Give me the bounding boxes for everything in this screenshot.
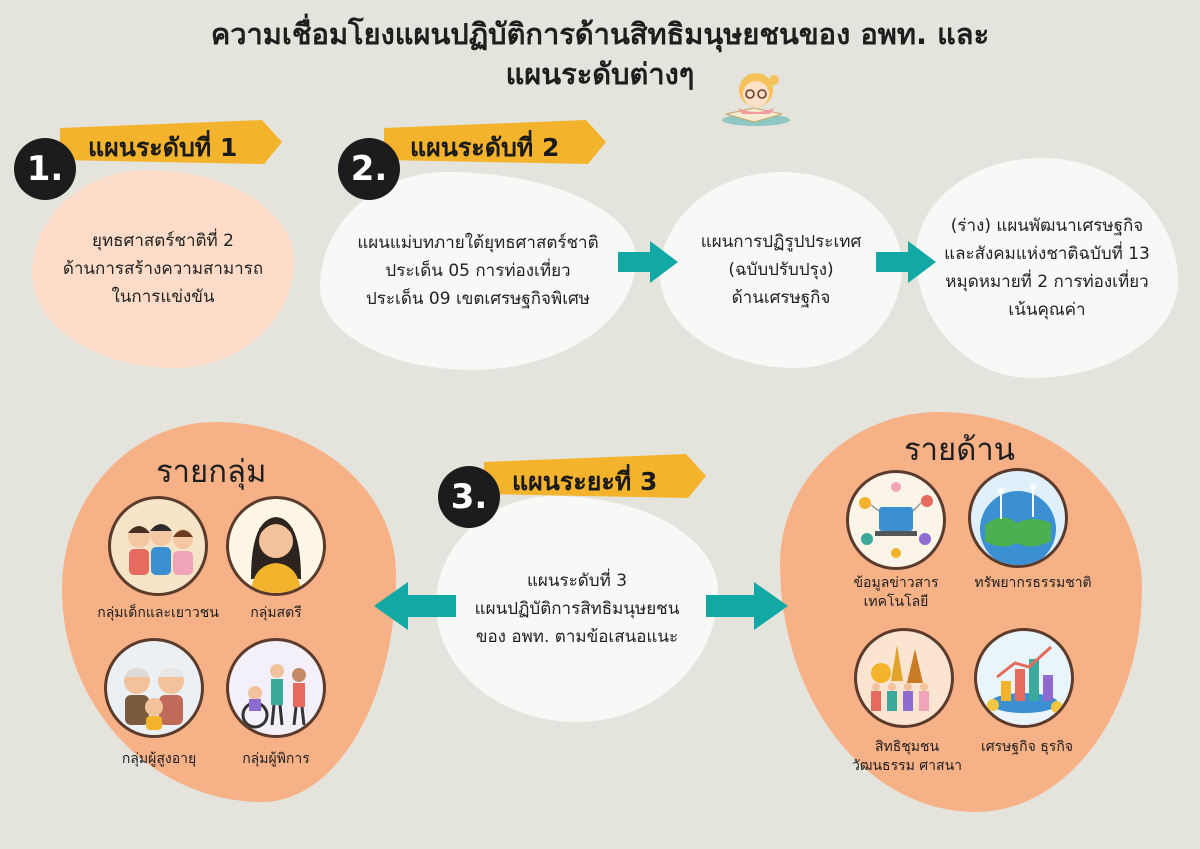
level-2-box-1-line-3: ประเด็น 09 เขตเศรษฐกิจพิเศษ bbox=[365, 289, 591, 309]
arrow-right-icon bbox=[876, 241, 936, 283]
level-3-banner bbox=[484, 454, 706, 498]
level-3-number: 3. bbox=[438, 466, 500, 528]
level-2-box-2-line-2: (ฉบับปรับปรุง) bbox=[728, 260, 834, 280]
group-children-caption: กลุ่มเด็กและเยาวชน bbox=[97, 605, 219, 621]
level-1-line-3: ในการแข่งขัน bbox=[111, 287, 215, 307]
level-2-label: แผนระดับที่ 2 bbox=[410, 133, 560, 162]
children-youth-icon bbox=[108, 496, 208, 596]
aspects-heading: รายด้าน bbox=[904, 432, 1015, 468]
group-elderly-caption: กลุ่มผู้สูงอายุ bbox=[121, 751, 197, 767]
level-3-line-3: ของ อพท. ตามข้อเสนอแนะ bbox=[475, 627, 679, 647]
community-culture-icon bbox=[854, 628, 954, 728]
level-2-box-3-line-4: เน้นคุณค่า bbox=[1008, 300, 1086, 320]
information-technology-icon bbox=[846, 470, 946, 570]
title-line-1: ความเชื่อมโยงแผนปฏิบัติการด้านสิทธิมนุษย… bbox=[210, 17, 990, 51]
arrow-left-icon bbox=[374, 582, 456, 630]
natural-resources-icon bbox=[968, 468, 1068, 568]
aspect-culture-line-2: วัฒนธรรม ศาสนา bbox=[851, 758, 963, 774]
reading-girl-icon bbox=[722, 73, 790, 126]
group-women-caption: กลุ่มสตรี bbox=[250, 605, 302, 621]
groups-heading: รายกลุ่ม bbox=[156, 454, 267, 490]
level-1-line-1: ยุทธศาสตร์ชาติที่ 2 bbox=[92, 231, 234, 251]
level-2-box-2-line-1: แผนการปฏิรูปประเทศ bbox=[700, 232, 862, 252]
level-3-line-2: แผนปฏิบัติการสิทธิมนุษยชน bbox=[474, 599, 680, 619]
group-disabled-caption: กลุ่มผู้พิการ bbox=[242, 751, 310, 767]
level-1-label: แผนระดับที่ 1 bbox=[88, 133, 238, 162]
arrow-right-icon bbox=[618, 241, 678, 283]
level-2-box-3-line-1: (ร่าง) แผนพัฒนาเศรษฐกิจ bbox=[950, 216, 1144, 236]
level-1-number: 1. bbox=[14, 138, 76, 200]
level-2-box-3: (ร่าง) แผนพัฒนาเศรษฐกิจ และสังคมแห่งชาติ… bbox=[916, 158, 1178, 378]
economy-business-icon bbox=[974, 628, 1074, 728]
level-3-line-1: แผนระดับที่ 3 bbox=[526, 571, 628, 591]
title-line-2: แผนระดับต่างๆ bbox=[505, 57, 695, 91]
level-2-box-1: แผนแม่บทภายใต้ยุทธศาสตร์ชาติ ประเด็น 05 … bbox=[320, 172, 636, 370]
elderly-icon bbox=[104, 638, 204, 738]
level-2-box-2-line-3: ด้านเศรษฐกิจ bbox=[731, 288, 831, 308]
aspect-it-caption: ข้อมูลข่าวสาร เทคโนโลยี bbox=[838, 574, 954, 612]
disabled-people-icon bbox=[226, 638, 326, 738]
aspect-economy-caption: เศรษฐกิจ ธุรกิจ bbox=[980, 739, 1074, 755]
aspect-it-line-2: เทคโนโลยี bbox=[863, 594, 929, 610]
level-1-banner bbox=[60, 120, 282, 164]
aspect-culture-line-1: สิทธิชุมชน bbox=[874, 739, 940, 755]
level-1-box: ยุทธศาสตร์ชาติที่ 2 ด้านการสร้างความสามา… bbox=[32, 170, 294, 368]
level-2-box-3-line-2: และสังคมแห่งชาติฉบับที่ 13 bbox=[944, 244, 1150, 264]
page-title: ความเชื่อมโยงแผนปฏิบัติการด้านสิทธิมนุษย… bbox=[0, 14, 1200, 94]
level-2-box-1-line-1: แผนแม่บทภายใต้ยุทธศาสตร์ชาติ bbox=[357, 233, 599, 253]
level-2-box-2: แผนการปฏิรูปประเทศ (ฉบับปรับปรุง) ด้านเศ… bbox=[660, 172, 902, 368]
level-2-banner bbox=[384, 120, 606, 164]
level-2-box-1-line-2: ประเด็น 05 การท่องเที่ยว bbox=[385, 261, 571, 281]
arrow-right-icon bbox=[706, 582, 788, 630]
aspect-it-line-1: ข้อมูลข่าวสาร bbox=[853, 575, 939, 591]
women-icon bbox=[226, 496, 326, 596]
level-2-number: 2. bbox=[338, 138, 400, 200]
level-2-box-3-line-3: หมุดหมายที่ 2 การท่องเที่ยว bbox=[945, 272, 1149, 292]
level-3-label: แผนระยะที่ 3 bbox=[512, 467, 658, 496]
level-3-box: แผนระดับที่ 3 แผนปฏิบัติการสิทธิมนุษยชน … bbox=[436, 496, 718, 722]
aspect-culture-caption: สิทธิชุมชน วัฒนธรรม ศาสนา bbox=[834, 738, 980, 776]
level-1-line-2: ด้านการสร้างความสามารถ bbox=[62, 259, 264, 279]
aspect-nature-caption: ทรัพยากรธรรมชาติ bbox=[974, 575, 1092, 591]
